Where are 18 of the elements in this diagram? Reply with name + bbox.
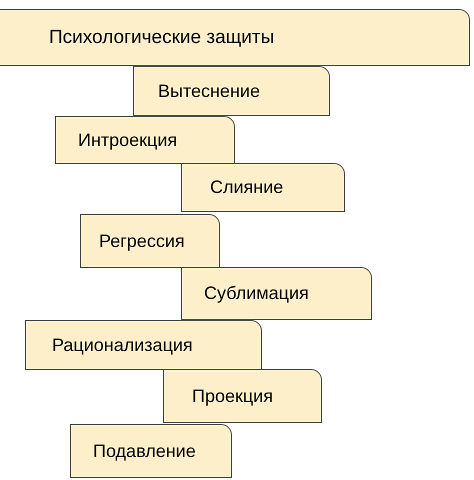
process-box [181,163,345,212]
process-box [55,116,235,164]
box-label: Интроекция [78,130,178,150]
box-label: Регрессия [99,230,185,252]
box-label: Рационализация [52,334,193,356]
process-box [133,66,330,116]
process-box [181,267,372,320]
box-label: Проекция [192,386,273,406]
box-label: Вытеснение [158,80,260,102]
process-box [80,214,220,268]
process-box [25,320,262,370]
box-label: Подавление [93,440,196,462]
heading-text: Психологические защиты [49,26,274,48]
process-box [70,424,232,478]
process-box [163,369,322,423]
box-label: Слияние [210,177,284,198]
heading-box [0,9,470,66]
box-label: Сублимация [204,283,309,304]
